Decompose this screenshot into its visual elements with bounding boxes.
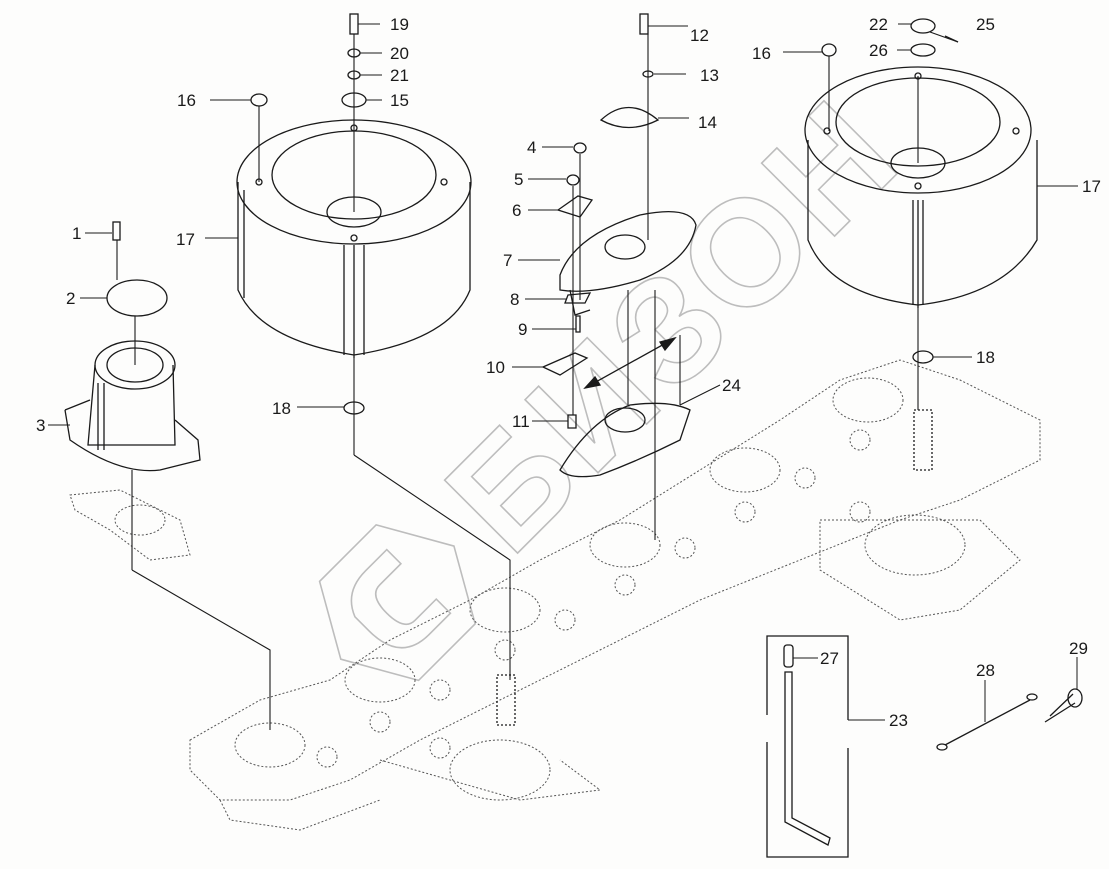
callout-4: 4 [527,138,537,157]
callout-10: 10 [486,358,505,377]
callout-16-left: 16 [177,91,196,110]
callout-20: 20 [390,44,409,63]
callout-29: 29 [1069,639,1088,658]
cone-housing [64,340,201,472]
cover-plate [106,279,168,317]
callout-19: 19 [390,15,409,34]
callout-18-right: 18 [976,348,995,367]
cable [936,693,1038,751]
plug-16-right [821,43,837,57]
plate-8 [564,292,592,304]
callout-1: 1 [72,224,82,243]
o-ring-18-right [912,350,934,364]
callout-6: 6 [512,201,522,220]
bolt-12 [639,13,649,35]
callout-2: 2 [66,289,76,308]
callout-26: 26 [869,41,888,60]
screw-1 [112,221,121,241]
bushing-22 [910,18,936,34]
bolt-19 [349,13,359,35]
cutting-disc-lower [559,402,691,478]
callout-7: 7 [503,251,513,270]
blade-guard [556,195,594,218]
callout-16-right: 16 [752,44,771,63]
shaft-right [913,409,933,471]
callout-13: 13 [700,66,719,85]
callout-22: 22 [869,15,888,34]
plug-16-left [250,93,268,107]
nut-4 [573,142,587,154]
spring-clip [1044,688,1083,723]
sleeve-27 [783,644,794,668]
disc-cap [599,107,660,129]
callout-23: 23 [889,711,908,730]
callout-11: 11 [512,412,530,431]
callout-9: 9 [518,320,528,339]
callout-8: 8 [510,290,520,309]
callout-3: 3 [36,416,46,435]
key-bar [784,671,831,846]
blade-10 [541,352,589,376]
bolt-9 [575,315,581,333]
leader-lines [48,23,1078,722]
callout-21: 21 [390,66,409,85]
callout-18-left: 18 [272,399,291,418]
blade-key-kit-box [766,635,849,858]
shaft-left [496,674,516,726]
callout-14: 14 [698,113,717,132]
callout-5: 5 [514,170,524,189]
callout-15: 15 [390,91,409,110]
callout-17-right: 17 [1082,177,1101,196]
callout-24: 24 [722,376,741,395]
bolt-11 [567,414,577,429]
callout-12: 12 [690,26,709,45]
cutting-disc-upper [559,211,697,316]
washer-26 [910,43,936,57]
drum-right [804,66,1038,308]
callout-28: 28 [976,661,995,680]
cutter-bar [69,359,1041,831]
nut-5 [566,174,580,186]
callout-17-left: 17 [176,230,195,249]
callout-27: 27 [820,649,839,668]
rotation-arrow [583,336,677,390]
callout-25: 25 [976,15,995,34]
assembly-lines [116,31,959,730]
